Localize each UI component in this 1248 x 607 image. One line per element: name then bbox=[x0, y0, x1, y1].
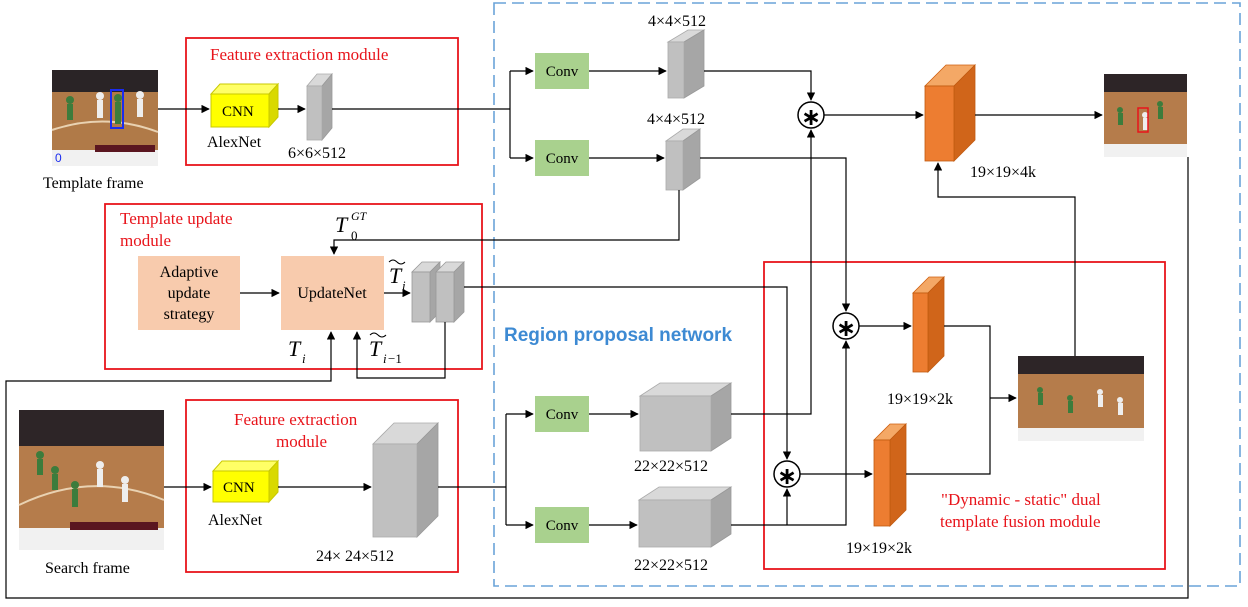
xcorr-main: ∗ bbox=[797, 101, 825, 131]
template-kernel-top-dims: 4×4×512 bbox=[648, 13, 706, 30]
svg-text:GT: GT bbox=[351, 209, 368, 223]
template-cnn-label: CNN bbox=[222, 104, 254, 120]
static-score-map bbox=[873, 423, 907, 527]
fused-score-map bbox=[924, 64, 976, 162]
conv-label-search-top: Conv bbox=[546, 407, 579, 423]
svg-text:i: i bbox=[383, 351, 387, 366]
conv-label-template-top: Conv bbox=[546, 64, 579, 80]
template-kernel-top bbox=[666, 29, 706, 99]
template-cnn-block bbox=[209, 82, 280, 129]
dynamic-score-dims: 19×19×2k bbox=[887, 391, 953, 408]
search-frame-label: Search frame bbox=[45, 560, 130, 577]
search-feature-top bbox=[638, 382, 733, 452]
fusion-module-border bbox=[763, 261, 1166, 570]
search-feature-dims: 24× 24×512 bbox=[316, 548, 394, 565]
fusion-module-title-line1: "Dynamic - static" dual bbox=[941, 490, 1101, 509]
updatenet-label: UpdateNet bbox=[297, 285, 367, 302]
template-feature-map bbox=[306, 72, 333, 142]
search-feature-map bbox=[372, 422, 439, 538]
template-frame-corner-digit: 0 bbox=[55, 151, 62, 165]
svg-text:T: T bbox=[369, 336, 383, 361]
search-feature-bottom-dims: 22×22×512 bbox=[634, 557, 708, 574]
svg-text:0: 0 bbox=[351, 228, 358, 243]
xcorr-static: ∗ bbox=[773, 460, 801, 490]
search-cnn-label: CNN bbox=[223, 480, 255, 496]
rpn-title: Region proposal network bbox=[504, 325, 732, 346]
template-kernel-bottom bbox=[664, 128, 702, 191]
adaptive-strategy-line1: Adaptive bbox=[160, 264, 219, 281]
svg-text:i: i bbox=[302, 351, 306, 366]
fused-score-dims: 19×19×4k bbox=[970, 164, 1036, 181]
search-cnn-block bbox=[211, 459, 280, 504]
search-feature-bottom bbox=[637, 486, 733, 548]
svg-text:∗: ∗ bbox=[836, 314, 856, 342]
conv-box-template-bottom bbox=[535, 140, 589, 176]
xcorr-dynamic: ∗ bbox=[832, 312, 860, 342]
svg-text:T: T bbox=[335, 212, 349, 237]
adaptive-strategy-box bbox=[138, 256, 240, 330]
template-feature-dims: 6×6×512 bbox=[288, 145, 346, 162]
search-feature-top-dims: 22×22×512 bbox=[634, 458, 708, 475]
adaptive-strategy-line3: strategy bbox=[164, 306, 215, 323]
conv-label-search-bottom: Conv bbox=[546, 518, 579, 534]
search-feature-module-title-line1: Feature extraction bbox=[234, 410, 358, 429]
svg-text:i: i bbox=[402, 278, 406, 293]
template-update-title-line1: Template update bbox=[120, 209, 233, 228]
rpn-region-border bbox=[493, 2, 1241, 587]
template-update-title-line2: module bbox=[120, 231, 171, 250]
conv-box-template-top bbox=[535, 53, 589, 89]
static-score-dims: 19×19×2k bbox=[846, 540, 912, 557]
template-feature-module-border bbox=[185, 37, 459, 166]
updated-template-stack bbox=[411, 261, 465, 323]
svg-text:T: T bbox=[389, 263, 403, 288]
svg-text:∗: ∗ bbox=[777, 462, 797, 490]
symbol-T-tilde-i: T i bbox=[388, 259, 406, 293]
svg-text:T: T bbox=[288, 336, 302, 361]
conv-label-template-bottom: Conv bbox=[546, 151, 579, 167]
search-feature-module-title-line2: module bbox=[276, 432, 327, 451]
svg-text:∗: ∗ bbox=[801, 103, 821, 131]
symbol-T-i: T i bbox=[288, 336, 306, 366]
updatenet-box bbox=[281, 256, 384, 330]
dynamic-score-map bbox=[912, 276, 945, 373]
conv-box-search-bottom bbox=[535, 507, 589, 543]
symbol-T-tilde-i-minus-1: T i −1 bbox=[369, 332, 402, 366]
adaptive-strategy-line2: update bbox=[168, 285, 211, 302]
fusion-module-title-line2: template fusion module bbox=[940, 512, 1101, 531]
template-feature-module-title: Feature extraction module bbox=[210, 45, 388, 64]
symbol-T0-gt: T GT 0 bbox=[335, 209, 368, 243]
search-backbone-label: AlexNet bbox=[208, 512, 263, 529]
search-feature-module-border bbox=[185, 399, 459, 573]
search-frame-image bbox=[18, 410, 165, 550]
connectors bbox=[5, 66, 1189, 599]
conv-box-search-top bbox=[535, 396, 589, 432]
template-frame-label: Template frame bbox=[43, 175, 144, 192]
template-backbone-label: AlexNet bbox=[207, 134, 262, 151]
template-kernel-bottom-dims: 4×4×512 bbox=[647, 111, 705, 128]
fusion-result-image bbox=[1018, 356, 1144, 441]
svg-text:−1: −1 bbox=[388, 351, 402, 366]
template-frame-image: 0 bbox=[51, 70, 159, 166]
fused-result-image bbox=[1104, 74, 1187, 157]
